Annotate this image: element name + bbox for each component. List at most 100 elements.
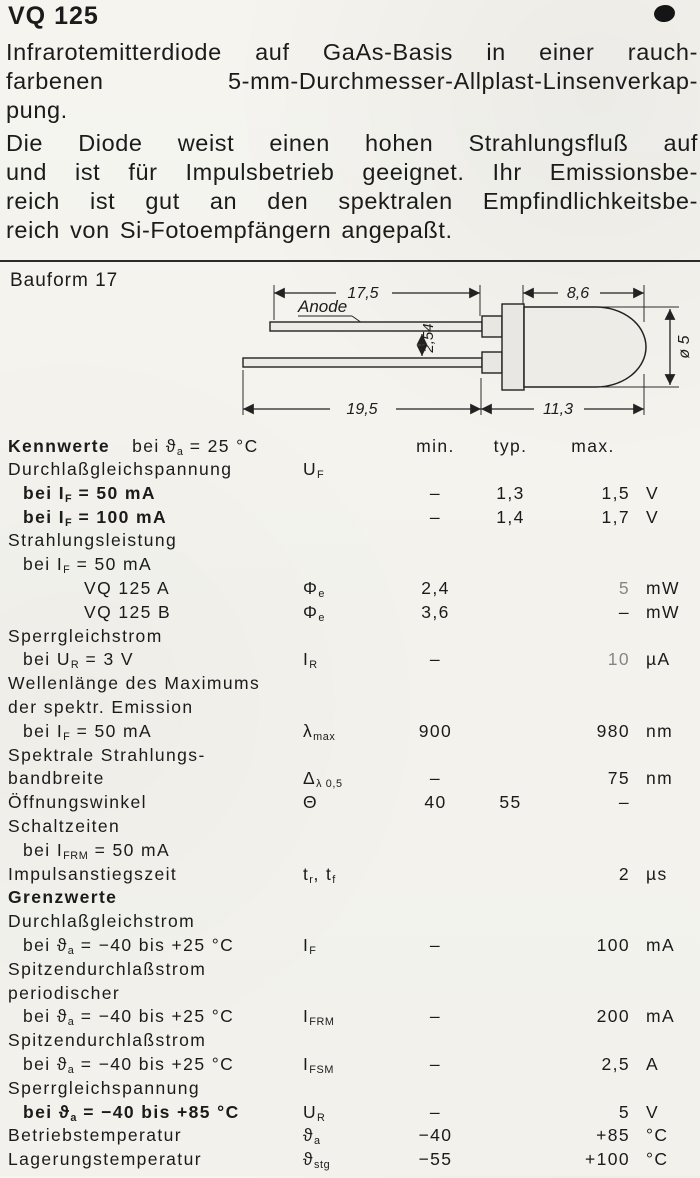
cell-symbol: Φe (303, 577, 326, 601)
cell-min: – (429, 1006, 442, 1027)
cell-label: Durchlaßgleichspannung (8, 459, 233, 479)
cell-max: 1,7 (601, 506, 630, 527)
cathode-lead (242, 357, 483, 368)
cell-unit: A (646, 1053, 660, 1074)
cell-min: – (429, 768, 442, 789)
cell-min: – (429, 934, 442, 955)
cell-max: +85 (596, 1125, 630, 1146)
cell-typ: 1,4 (496, 506, 525, 527)
cell-min: – (429, 506, 442, 527)
dim-8-6: 8,6 (567, 285, 589, 302)
section-condition: bei ϑa = 25 °C (132, 436, 259, 459)
col-header-typ: typ. (493, 436, 528, 456)
table-row: bei IFRM = 50 mA (0, 839, 700, 863)
cell-label: bei ϑa = −40 bis +25 °C (23, 1006, 235, 1029)
dim-diameter-5: ø 5 (676, 335, 693, 358)
cell-max: – (618, 601, 630, 622)
cell-unit: V (646, 1101, 660, 1122)
cell-unit: µs (646, 863, 668, 884)
intro-line: farbenen 5-mm-Durchmesser-Allplast-Linse… (6, 68, 698, 94)
cell-label: bei ϑa = −40 bis +25 °C (23, 934, 235, 957)
dimension-lines (243, 287, 676, 415)
dim-17-5: 17,5 (347, 285, 378, 302)
cell-symbol: Φe (303, 601, 326, 624)
cell-label: Wellenlänge des Maximums (8, 673, 261, 694)
table-row: Grenzwerte (0, 886, 700, 910)
package-drawing: Bauform 17 (0, 260, 700, 438)
table-row: Sperrgleichspannung (0, 1077, 700, 1101)
cell-symbol: IFRM (303, 1006, 335, 1029)
cell-label: bei IFRM = 50 mA (23, 839, 171, 862)
extension-lines (242, 285, 679, 415)
bauform-label: Bauform 17 (10, 270, 119, 291)
cell-unit: nm (646, 720, 674, 741)
page-title: VQ 125 (8, 2, 99, 30)
cell-symbol: UR (303, 1101, 326, 1124)
cell-label: Sperrgleichstrom (8, 625, 163, 646)
cell-max: 5 (618, 1101, 630, 1122)
cell-label: bei IF = 50 mA (23, 482, 156, 505)
cell-symbol: IF (303, 934, 317, 957)
cell-unit: nm (646, 768, 674, 789)
cell-label: Schaltzeiten (8, 815, 121, 836)
cell-max: 200 (596, 1006, 630, 1027)
table-row: Sperrgleichstrom (0, 625, 700, 649)
cell-min: – (429, 1053, 442, 1074)
cell-max: 10 (607, 649, 630, 670)
table-row: Spektrale Strahlungs- (0, 744, 700, 768)
cell-label: bei ϑa = −40 bis +25 °C (23, 1053, 235, 1076)
intro-line: reich ist gut an den spektralen Empfindl… (6, 188, 698, 214)
cell-max: 980 (596, 720, 630, 741)
table-row: bei IF = 50 mA (0, 553, 700, 577)
col-header-min: min. (416, 436, 455, 456)
cell-label: Grenzwerte (8, 887, 118, 908)
table-row: Spitzendurchlaßstrom (0, 1029, 700, 1053)
cell-unit: V (646, 506, 660, 527)
cell-symbol: λmax (303, 720, 336, 743)
table-row: der spektr. Emission (0, 696, 700, 720)
intro-line: und ist für Impulsbetrieb geeignet. Ihr … (6, 159, 698, 185)
intro-line: pung. (6, 97, 68, 123)
cell-max: 1,5 (601, 482, 630, 503)
dim-19-5: 19,5 (346, 401, 377, 418)
cell-unit: mA (646, 1006, 676, 1027)
cell-max: +100 (584, 1149, 630, 1170)
intro-line: Die Diode weist einen hohen Strahlungsfl… (6, 130, 698, 156)
dim-11-3: 11,3 (543, 401, 573, 418)
led-dome (523, 306, 647, 388)
cell-symbol: ϑstg (303, 1149, 331, 1172)
cell-symbol: tr, tf (303, 863, 336, 886)
table-row: Spitzendurchlaßstrom (0, 958, 700, 982)
cell-max: 5 (618, 577, 630, 598)
cell-symbol: UF (303, 459, 325, 482)
registration-mark (652, 3, 677, 24)
cell-max: 100 (596, 934, 630, 955)
cell-symbol: IR (303, 649, 318, 672)
anode-lead (269, 321, 483, 332)
cell-min: 3,6 (421, 601, 450, 622)
table-row: Durchlaßgleichspannung UF (0, 458, 700, 482)
cell-symbol: ϑa (303, 1125, 321, 1148)
cell-unit: µA (646, 649, 671, 670)
cell-label: der spektr. Emission (8, 696, 194, 717)
cell-label: Spitzendurchlaßstrom (8, 1030, 207, 1051)
cell-label: periodischer (8, 982, 121, 1003)
table-row: Wellenlänge des Maximums (0, 672, 700, 696)
cell-label: Sperrgleichspannung (8, 1077, 200, 1098)
intro-text: Infrarotemitterdiode auf GaAs-Basis in e… (6, 38, 698, 245)
cell-label: bei IF = 50 mA (23, 720, 153, 743)
cell-unit: mA (646, 934, 676, 955)
cell-label: bei UR = 3 V (23, 649, 134, 672)
cell-unit: mW (646, 577, 680, 598)
cell-label: bei IF = 50 mA (23, 554, 153, 577)
cell-max: 75 (607, 768, 630, 789)
cell-label: Betriebstemperatur (8, 1125, 183, 1146)
